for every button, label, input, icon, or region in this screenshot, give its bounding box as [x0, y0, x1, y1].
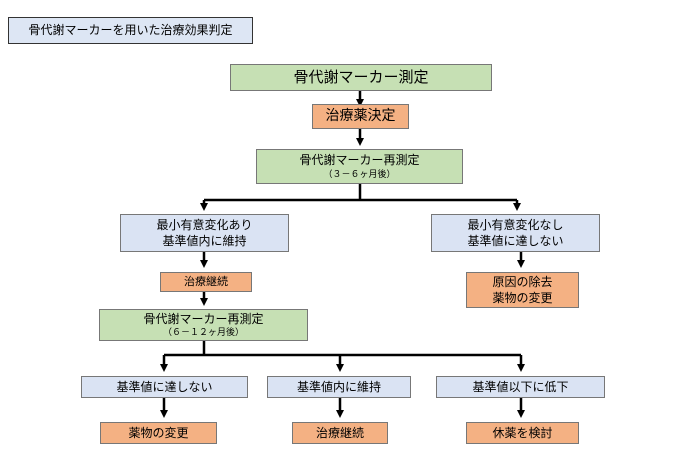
node-remeasure-1: 骨代謝マーカー再測定 （３－６ヶ月後）	[256, 149, 463, 184]
node-cause-line2: 薬物の変更	[492, 291, 553, 305]
page-title-text: 骨代謝マーカーを用いた治療効果判定	[28, 23, 233, 38]
node-remeasure-2-sub: （６－１２ヶ月後）	[162, 328, 244, 339]
node-action-mid: 治療継続	[292, 422, 388, 444]
node-remeasure-2-label: 骨代謝マーカー再測定	[143, 311, 264, 326]
node-outcome-right: 基準値以下に低下	[436, 376, 605, 398]
node-action-right: 休薬を検討	[466, 422, 579, 444]
node-cause: 原因の除去 薬物の変更	[466, 272, 579, 308]
node-outcome-mid: 基準値内に維持	[267, 376, 411, 398]
node-right-branch: 最小有意変化なし 基準値に達しない	[431, 214, 600, 252]
page-title: 骨代謝マーカーを用いた治療効果判定	[8, 17, 253, 44]
node-left-branch-line1: 最小有意変化あり	[156, 217, 253, 232]
node-remeasure-2: 骨代謝マーカー再測定 （６－１２ヶ月後）	[99, 309, 308, 341]
node-right-branch-line1: 最小有意変化なし	[467, 217, 564, 232]
node-outcome-left-label: 基準値に達しない	[116, 379, 213, 394]
node-outcome-right-label: 基準値以下に低下	[472, 379, 569, 394]
node-right-branch-line2: 基準値に達しない	[467, 234, 564, 248]
node-action-left-label: 薬物の変更	[128, 425, 189, 440]
node-left-branch-line2: 基準値内に維持	[162, 234, 247, 248]
node-continue-1-label: 治療継続	[184, 274, 228, 288]
node-continue-1: 治療継続	[160, 272, 252, 292]
node-outcome-left: 基準値に達しない	[81, 376, 248, 398]
node-outcome-mid-label: 基準値内に維持	[296, 379, 381, 394]
node-action-right-label: 休薬を検討	[492, 425, 553, 440]
node-cause-line1: 原因の除去	[492, 274, 553, 289]
node-decide-drug-label: 治療薬決定	[325, 108, 396, 125]
node-remeasure-1-label: 骨代謝マーカー再測定	[299, 153, 420, 168]
node-decide-drug: 治療薬決定	[312, 104, 409, 129]
node-remeasure-1-sub: （３－６ヶ月後）	[323, 169, 396, 180]
node-action-mid-label: 治療継続	[315, 425, 364, 440]
node-measure-label: 骨代謝マーカー測定	[293, 68, 429, 87]
node-left-branch: 最小有意変化あり 基準値内に維持	[120, 214, 289, 252]
node-action-left: 薬物の変更	[100, 422, 217, 444]
node-measure: 骨代謝マーカー測定	[230, 64, 492, 91]
